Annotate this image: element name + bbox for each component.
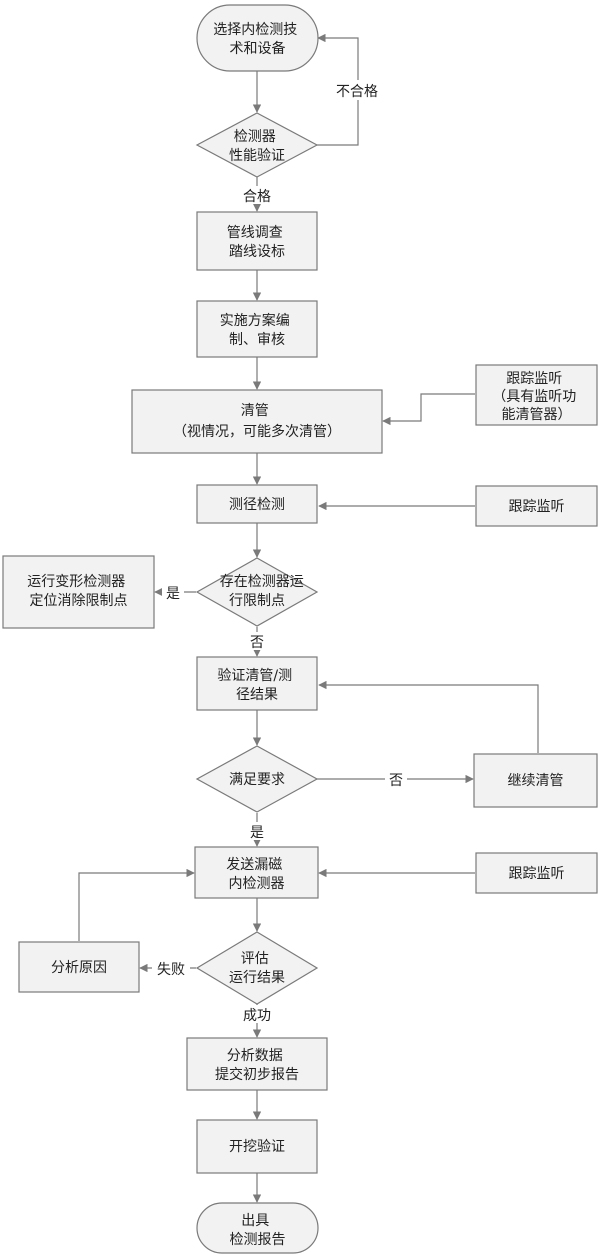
node-verify-results-text: 验证清管/测 径结果 (217, 668, 296, 703)
node-excavation-text: 开挖验证 (229, 1139, 285, 1155)
node-tracking-cleaning: 跟踪监听 （具有监听功 能清管器） (475, 364, 598, 426)
edge-label-success: 成功 (243, 1008, 271, 1024)
node-cleaning-text: 清管 （视情况，可能多次清管） (173, 403, 341, 440)
node-send-mfl-text: 发送漏磁 内检测器 (226, 857, 286, 892)
node-deformation: 运行变形检测器 定位消除限制点 (2, 555, 155, 629)
node-verify-results: 验证清管/测 径结果 (196, 656, 318, 711)
node-caliper: 测径检测 (196, 484, 318, 524)
node-continue-cleaning: 继续清管 (473, 753, 598, 808)
edge-label-fail: 不合格 (336, 84, 378, 100)
node-tracking-mfl: 跟踪监听 (475, 852, 598, 894)
nodes: 选择内检测技 术和设备 检测器 性能验证 管线调查 踏线设标 实施方案编 (2, 4, 598, 1254)
node-verify-detector-text: 检测器 性能验证 (229, 129, 285, 164)
node-send-mfl: 发送漏磁 内检测器 (194, 846, 319, 899)
node-start: 选择内检测技 术和设备 (196, 4, 319, 72)
node-tracking-caliper: 跟踪监听 (475, 485, 598, 527)
edge-cause-loop (78, 868, 195, 941)
node-continue-cleaning-text: 继续清管 (508, 772, 564, 789)
edge-labels: 不合格 合格 是 否 否 是 失败 成功 (152, 80, 407, 1024)
edge-label-pass: 合格 (243, 189, 271, 205)
node-restriction-check: 存在检测器运 行限制点 (195, 557, 319, 627)
edge-label-no-restriction: 否 (250, 635, 264, 651)
node-tracking-caliper-text: 跟踪监听 (509, 499, 565, 515)
edge-label-yes-req: 是 (250, 825, 264, 841)
node-plan: 实施方案编 制、审核 (196, 300, 318, 358)
node-analyze-cause: 分析原因 (18, 941, 140, 993)
node-caliper-text: 测径检测 (229, 497, 285, 513)
node-excavation: 开挖验证 (196, 1119, 318, 1174)
node-tracking-mfl-text: 跟踪监听 (509, 866, 565, 882)
node-tracking-cleaning-text: 跟踪监听 （具有监听功 能清管器） (492, 371, 580, 423)
node-analyze-data: 分析数据 提交初步报告 (186, 1037, 328, 1091)
node-analyze-data-text: 分析数据 提交初步报告 (215, 1048, 299, 1083)
node-restriction-check-text: 存在检测器运 行限制点 (220, 574, 308, 609)
node-survey: 管线调查 踏线设标 (196, 211, 318, 271)
node-analyze-cause-text: 分析原因 (51, 960, 107, 976)
node-deformation-text: 运行变形检测器 定位消除限制点 (27, 574, 129, 609)
node-start-text: 选择内检测技 术和设备 (213, 22, 301, 57)
node-end: 出具 检测报告 (196, 1202, 319, 1254)
edge-continue-loop (318, 680, 539, 753)
node-cleaning: 清管 （视情况，可能多次清管） (131, 389, 383, 454)
node-end-text: 出具 检测报告 (230, 1213, 286, 1248)
node-meets-requirement: 满足要求 (195, 745, 319, 813)
node-plan-text: 实施方案编 制、审核 (220, 312, 294, 348)
edge-label-failure: 失败 (157, 962, 185, 978)
node-evaluate: 评估 运行结果 (195, 931, 319, 1005)
node-verify-detector: 检测器 性能验证 (195, 112, 319, 178)
edge-tracking-to-cleaning (382, 393, 475, 426)
edge-label-no-req: 否 (389, 773, 403, 789)
node-meets-requirement-text: 满足要求 (229, 772, 285, 788)
edge-label-yes-restriction: 是 (166, 586, 180, 602)
node-survey-text: 管线调查 踏线设标 (227, 225, 287, 260)
node-evaluate-text: 评估 运行结果 (229, 951, 285, 986)
